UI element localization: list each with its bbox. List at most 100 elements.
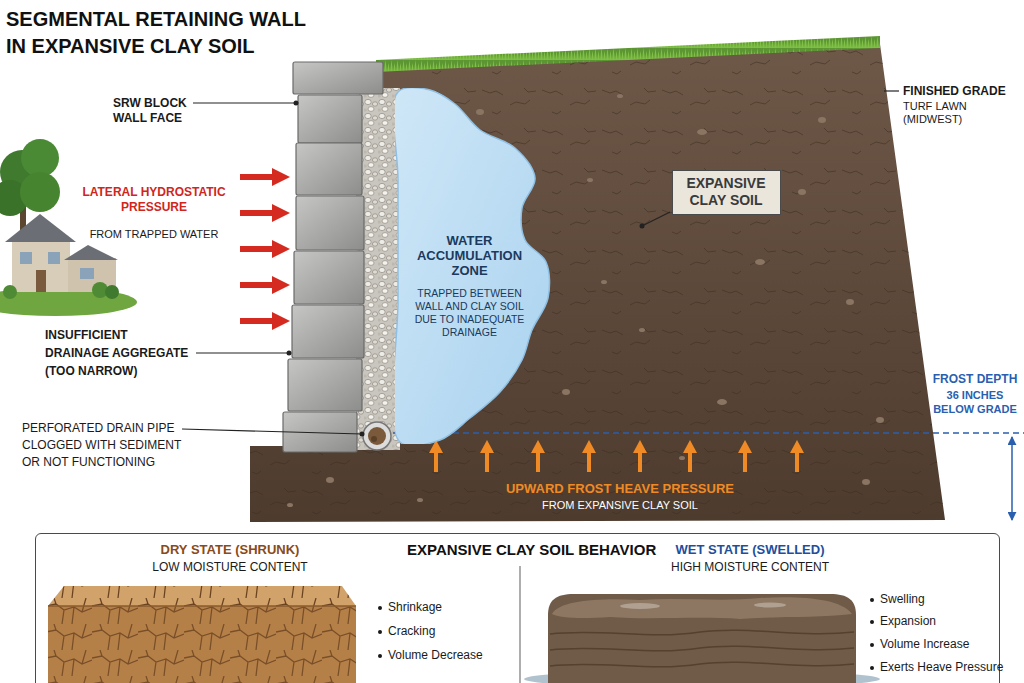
backfill-soil	[755, 259, 765, 265]
frost-label: FROST DEPTH	[930, 372, 1020, 387]
srw-blocks	[294, 251, 364, 304]
wet-clay-block	[548, 594, 856, 683]
srw-blocks	[288, 359, 362, 411]
grade-note: TURF LAWN (MIDWEST)	[903, 100, 1021, 126]
house-scene	[12, 240, 70, 292]
bullet-dots	[870, 598, 874, 602]
dry-clay-block	[48, 606, 356, 683]
bullet-dots	[870, 620, 874, 624]
bullet-dots	[378, 606, 382, 610]
backfill-soil	[876, 417, 884, 423]
state-note: LOW MOISTURE CONTENT	[130, 560, 330, 575]
part-label: SRW BLOCK WALL FACE	[113, 96, 205, 126]
srw-blocks	[283, 62, 383, 452]
bullet-dots	[378, 654, 382, 658]
backfill-soil	[818, 117, 826, 123]
part-label: INSUFFICIENT DRAINAGE AGGREGATE (TOO NAR…	[45, 326, 193, 380]
wet-clay-block	[550, 662, 854, 667]
bullet-dots	[870, 666, 874, 670]
dry-clay-block	[48, 586, 356, 683]
house-scene	[105, 285, 119, 299]
backfill-soil	[587, 178, 593, 182]
leader-lines	[642, 212, 670, 226]
backfill-soil	[862, 479, 870, 485]
zone-note: TRAPPED BETWEEN WALL AND CLAY SOIL DUE T…	[407, 287, 532, 339]
hydrostatic-arrows	[272, 168, 290, 186]
drain-pipe	[363, 422, 391, 450]
leader-lines	[884, 90, 899, 91]
srw-blocks	[292, 305, 364, 358]
frost-heave-arrows	[582, 440, 596, 453]
backfill-soil	[287, 503, 293, 507]
leader-lines	[294, 101, 299, 106]
house-scene	[3, 285, 17, 299]
house-scene	[80, 268, 94, 279]
hydrostatic-arrows	[272, 204, 290, 222]
panel-heading: EXPANSIVE CLAY SOIL BEHAVIOR	[407, 541, 656, 559]
leader-lines	[360, 432, 365, 437]
wet-clay-block	[754, 603, 786, 608]
frost-line	[1011, 437, 1013, 520]
bullet-item: Exerts Heave Pressure	[880, 660, 1020, 675]
panel-ground	[519, 566, 520, 683]
drain-pipe	[368, 427, 386, 445]
backfill-soil	[250, 44, 945, 522]
backfill-soil	[846, 299, 854, 305]
soil-callout-box: EXPANSIVE CLAY SOIL	[672, 170, 781, 215]
frost-heave-arrows	[743, 452, 747, 472]
house-scene	[64, 245, 118, 260]
srw-blocks	[293, 62, 383, 94]
hydrostatic-arrows	[240, 210, 274, 216]
backfill-soil	[250, 44, 945, 522]
frost-heave-arrows	[531, 440, 545, 453]
backfill-soil	[601, 280, 607, 284]
srw-blocks	[298, 95, 362, 143]
hydrostatic-arrows	[240, 168, 290, 330]
backfill-soil	[476, 109, 484, 115]
backfill-soil	[250, 44, 945, 522]
frost-heave-arrows	[683, 440, 697, 453]
frost-heave-arrows	[429, 440, 804, 472]
backfill-soil	[717, 399, 727, 405]
force-note: FROM EXPANSIVE CLAY SOIL	[495, 498, 745, 512]
wet-clay-block	[552, 597, 852, 619]
leader-lines	[182, 429, 362, 434]
wet-clay-block	[550, 646, 854, 651]
frost-heave-arrows	[434, 452, 438, 472]
bullet-dots	[378, 598, 874, 670]
bullet-item: Volume Decrease	[388, 648, 513, 663]
state-note: HIGH MOISTURE CONTENT	[650, 560, 850, 575]
backfill-soil	[679, 456, 685, 460]
frost-heave-arrows	[790, 440, 804, 453]
grade-label: FINISHED GRADE	[903, 84, 1021, 99]
water-accumulation-zone: WATER ACCUMULATION ZONE TRAPPED BETWEEN W…	[395, 88, 555, 444]
zone-heading: WATER ACCUMULATION ZONE	[407, 233, 532, 278]
hydrostatic-arrows	[240, 174, 274, 180]
bullet-item: Expansion	[880, 614, 1020, 629]
leader-lines	[640, 224, 645, 229]
backfill-soil	[697, 129, 707, 135]
dry-clay-block	[48, 586, 356, 606]
bullet-item: Cracking	[388, 624, 513, 639]
wet-clay-block	[524, 594, 880, 683]
dry-clay-block	[48, 606, 356, 683]
house-scene	[21, 139, 59, 177]
house-scene	[5, 214, 76, 242]
wet-clay-block	[620, 603, 660, 609]
frost-heave-arrows	[485, 452, 489, 472]
hydrostatic-arrows	[272, 276, 290, 294]
house-scene	[0, 139, 137, 316]
frost-line	[393, 432, 1024, 434]
part-label: PERFORATED DRAIN PIPE CLOGGED WITH SEDIM…	[22, 420, 187, 471]
srw-blocks	[296, 143, 362, 195]
backfill-soil	[639, 328, 645, 332]
hydrostatic-arrows	[240, 318, 274, 324]
hydrostatic-arrows	[272, 312, 290, 330]
dry-clay-block	[48, 605, 356, 607]
backfill-soil	[326, 477, 334, 483]
house-scene	[36, 270, 46, 292]
frost-heave-arrows	[587, 452, 591, 472]
leader-lines	[193, 102, 296, 103]
hydrostatic-arrows	[240, 282, 274, 288]
frost-heave-arrows	[795, 452, 799, 472]
